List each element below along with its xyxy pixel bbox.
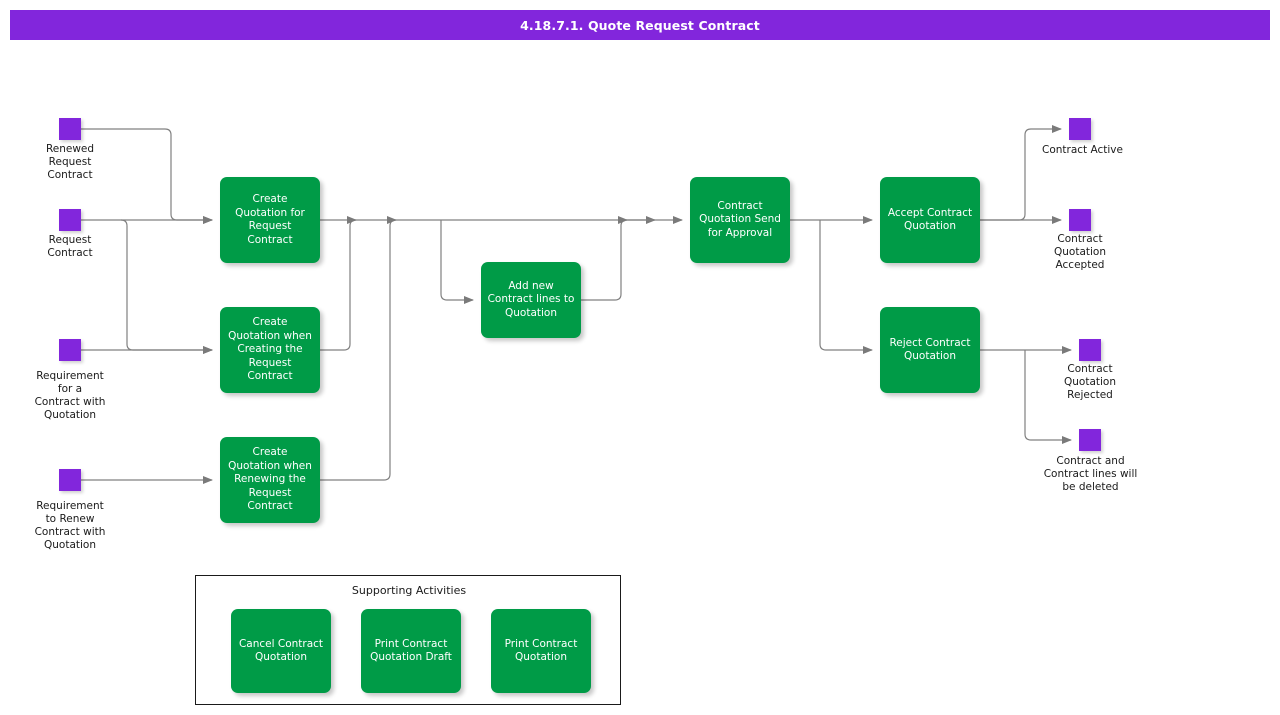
edge-e-accept-to-active bbox=[980, 125, 1062, 221]
edge-e-send-down-to-reject bbox=[819, 220, 873, 354]
event-node-request-contract[interactable] bbox=[59, 209, 81, 231]
activity-contract-quotation-send-for-approval[interactable]: Contract Quotation Send for Approval bbox=[690, 177, 790, 263]
event-node-contract-quotation-rejected[interactable] bbox=[1079, 339, 1101, 361]
page-title: 4.18.7.1. Quote Request Contract bbox=[10, 10, 1270, 40]
activity-create-quotation-when-renewing[interactable]: Create Quotation when Renewing the Reque… bbox=[220, 437, 320, 523]
activity-accept-contract-quotation[interactable]: Accept Contract Quotation bbox=[880, 177, 980, 263]
edge-e-main-down-to-addlines bbox=[440, 220, 474, 304]
activity-create-quotation-for-request-contract[interactable]: Create Quotation for Request Contract bbox=[220, 177, 320, 263]
edge-e-request-down-to-create-when bbox=[120, 219, 213, 354]
supporting-activities-title: Supporting Activities bbox=[351, 584, 467, 597]
supporting-activity-cancel-contract-quotation[interactable]: Cancel Contract Quotation bbox=[231, 609, 331, 693]
event-label-contract-quotation-rejected: Contract Quotation Rejected bbox=[1063, 363, 1116, 401]
event-label-contract-active: Contract Active bbox=[1042, 144, 1123, 156]
event-label-contract-lines-deleted: Contract and Contract lines will be dele… bbox=[1043, 455, 1138, 493]
event-node-contract-lines-deleted[interactable] bbox=[1079, 429, 1101, 451]
supporting-activity-print-contract-quotation[interactable]: Print Contract Quotation bbox=[491, 609, 591, 693]
activity-create-quotation-when-creating[interactable]: Create Quotation when Creating the Reque… bbox=[220, 307, 320, 393]
edge-e-addlines-back-to-main bbox=[581, 216, 628, 301]
event-node-contract-active[interactable] bbox=[1069, 118, 1091, 140]
event-node-contract-quotation-accepted[interactable] bbox=[1069, 209, 1091, 231]
edge-e-create-renew-to-main bbox=[320, 216, 397, 481]
activity-add-new-contract-lines-to-quotation[interactable]: Add new Contract lines to Quotation bbox=[481, 262, 581, 338]
event-node-renewed-request-contract[interactable] bbox=[59, 118, 81, 140]
event-node-requirement-contract-quotation[interactable] bbox=[59, 339, 81, 361]
event-label-requirement-renew-contract: Requirement to Renew Contract with Quota… bbox=[34, 500, 106, 551]
supporting-activities-group: Supporting Activities Cancel Contract Qu… bbox=[195, 575, 621, 705]
edge-e-create-when-to-main bbox=[320, 216, 357, 351]
event-label-contract-quotation-accepted: Contract Quotation Accepted bbox=[1053, 233, 1106, 271]
event-label-requirement-contract-quotation: Requirement for a Contract with Quotatio… bbox=[34, 370, 106, 421]
event-label-request-contract: Request Contract bbox=[47, 234, 93, 259]
activity-reject-contract-quotation[interactable]: Reject Contract Quotation bbox=[880, 307, 980, 393]
event-label-renewed-request-contract: Renewed Request Contract bbox=[45, 143, 95, 181]
event-node-requirement-renew-contract[interactable] bbox=[59, 469, 81, 491]
supporting-activity-print-contract-quotation-draft[interactable]: Print Contract Quotation Draft bbox=[361, 609, 461, 693]
